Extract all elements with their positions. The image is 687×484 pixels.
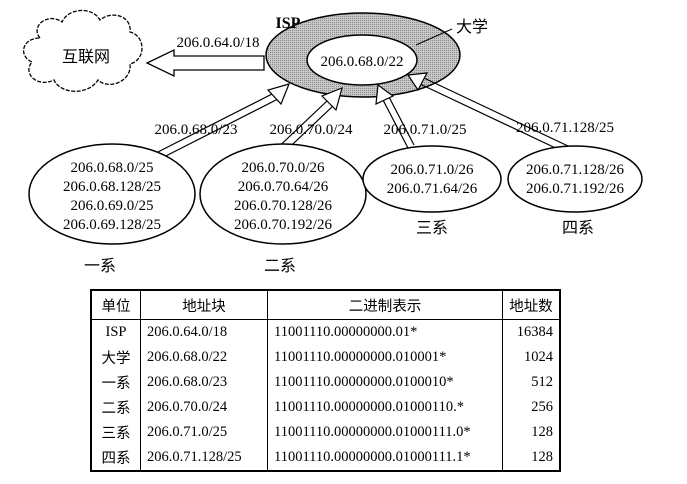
dept2-name: 二系 xyxy=(264,257,296,275)
table-row: 三系 206.0.71.0/25 11001110.00000000.01000… xyxy=(91,420,560,445)
table-header-row: 单位 地址块 二进制表示 地址数 xyxy=(91,290,560,320)
address-aggregation-diagram: 互联网 206.0.64.0/18 ISP 206.0.68.0/22 大学 2… xyxy=(22,9,643,275)
cell-binary: 11001110.00000000.01* xyxy=(267,319,503,345)
university-label-leader xyxy=(415,28,453,46)
cell-unit: 二系 xyxy=(101,401,131,417)
dept3-address: 206.0.71.64/26 xyxy=(387,181,478,197)
dept1-ellipse xyxy=(28,143,196,245)
dept3-name: 三系 xyxy=(416,219,448,237)
internet-cloud: 互联网 xyxy=(22,9,143,92)
dept2-address: 206.0.70.192/26 xyxy=(234,217,332,233)
cell-block: 206.0.68.0/22 xyxy=(140,345,268,370)
cell-binary: 11001110.00000000.01000110.* xyxy=(267,395,503,420)
cell-unit: 一系 xyxy=(101,376,131,392)
isp-label: ISP xyxy=(276,15,301,32)
cell-block: 206.0.64.0/18 xyxy=(140,319,268,345)
dept4-link-label: 206.0.71.128/25 xyxy=(516,120,614,136)
dept4-name: 四系 xyxy=(562,219,594,237)
internet-label: 互联网 xyxy=(62,48,110,66)
cell-block: 206.0.71.0/25 xyxy=(140,420,268,445)
dept1-address: 206.0.68.128/25 xyxy=(63,179,161,195)
dept1-name: 一系 xyxy=(84,257,116,275)
cell-unit: 四系 xyxy=(101,451,131,467)
header-binary: 二进制表示 xyxy=(267,290,503,320)
cell-count: 16384 xyxy=(502,319,560,345)
cell-count: 1024 xyxy=(502,345,560,370)
university-block: 206.0.68.0/22 xyxy=(321,54,404,70)
dept2-ellipse xyxy=(199,143,367,245)
cell-binary: 11001110.00000000.01000111.0* xyxy=(267,420,503,445)
link-dept1 xyxy=(149,83,291,163)
dept3-ellipse xyxy=(362,145,502,213)
table-row: 二系 206.0.70.0/24 11001110.00000000.01000… xyxy=(91,395,560,420)
dept4-ellipse xyxy=(507,145,643,213)
header-unit: 单位 xyxy=(91,290,141,320)
dept4-address: 206.0.71.128/26 xyxy=(526,162,624,178)
cell-block: 206.0.70.0/24 xyxy=(140,395,268,420)
cell-unit: 三系 xyxy=(101,426,131,442)
isp-to-internet-arrow xyxy=(145,48,265,78)
isp-link-label: 206.0.64.0/18 xyxy=(177,35,260,51)
cell-count: 128 xyxy=(502,445,560,471)
dept1-link-label: 206.0.68.0/23 xyxy=(155,122,238,138)
cell-unit: 大学 xyxy=(101,351,131,367)
dept3-address: 206.0.71.0/26 xyxy=(391,162,474,178)
cell-binary: 11001110.00000000.010001* xyxy=(267,345,503,370)
university-label: 大学 xyxy=(456,18,488,36)
header-count: 地址数 xyxy=(502,290,560,320)
address-table: 单位 地址块 二进制表示 地址数 ISP 206.0.64.0/18 11001… xyxy=(90,289,561,472)
header-block: 地址块 xyxy=(140,290,268,320)
dept2-address: 206.0.70.128/26 xyxy=(234,198,332,214)
dept1-address: 206.0.69.128/25 xyxy=(63,217,161,233)
cell-binary: 11001110.00000000.0100010* xyxy=(267,370,503,395)
table-row: 大学 206.0.68.0/22 11001110.00000000.01000… xyxy=(91,345,560,370)
dept2-link-label: 206.0.70.0/24 xyxy=(270,122,353,138)
university-ellipse xyxy=(306,34,418,86)
cell-unit: ISP xyxy=(105,324,127,340)
dept2-address: 206.0.70.0/26 xyxy=(242,160,325,176)
cell-count: 512 xyxy=(502,370,560,395)
cell-count: 256 xyxy=(502,395,560,420)
address-table-wrapper: 单位 地址块 二进制表示 地址数 ISP 206.0.64.0/18 11001… xyxy=(90,289,561,472)
cell-binary: 11001110.00000000.01000111.1* xyxy=(267,445,503,471)
dept1-address: 206.0.68.0/25 xyxy=(71,160,154,176)
cell-count: 128 xyxy=(502,420,560,445)
link-dept3 xyxy=(375,83,415,149)
cell-block: 206.0.68.0/23 xyxy=(140,370,268,395)
dept3-link-label: 206.0.71.0/25 xyxy=(384,122,467,138)
table-row: 四系 206.0.71.128/25 11001110.00000000.010… xyxy=(91,445,560,471)
dept2-address: 206.0.70.64/26 xyxy=(238,179,329,195)
dept4-address: 206.0.71.192/26 xyxy=(526,181,624,197)
dept1-address: 206.0.69.0/25 xyxy=(71,198,154,214)
table-row: 一系 206.0.68.0/23 11001110.00000000.01000… xyxy=(91,370,560,395)
link-dept4 xyxy=(406,72,569,153)
cell-block: 206.0.71.128/25 xyxy=(140,445,268,471)
table-row: ISP 206.0.64.0/18 11001110.00000000.01* … xyxy=(91,319,560,345)
